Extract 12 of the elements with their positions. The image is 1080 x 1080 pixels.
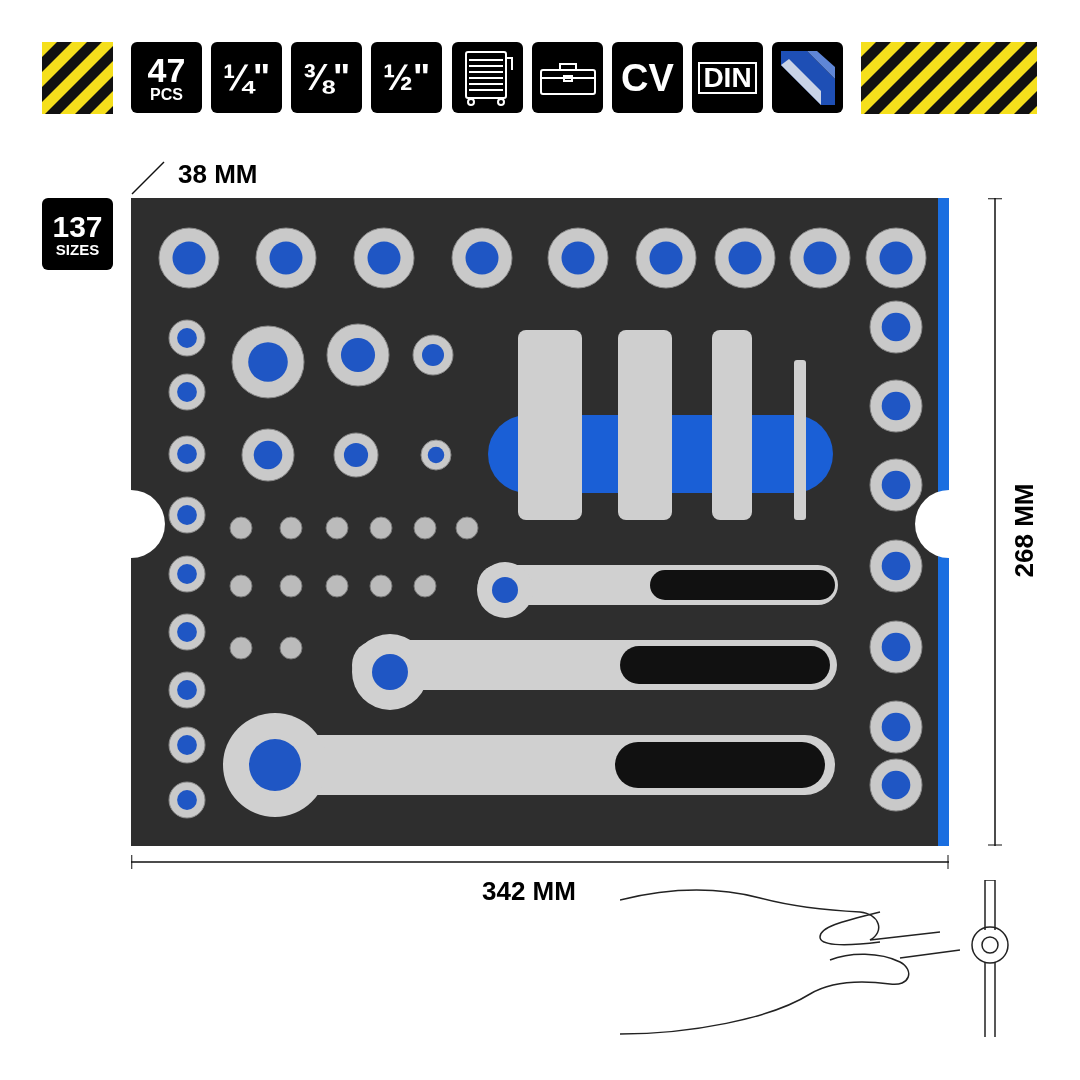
dimension-label: 268 MM	[1008, 483, 1041, 577]
dimension-label: 342 MM	[482, 875, 576, 908]
badge-text: 137	[52, 211, 103, 242]
badge-text: ½"	[382, 59, 431, 96]
dimension-label: 38 MM	[178, 158, 258, 191]
badge-text: ⅜"	[302, 59, 351, 96]
badge-text: SIZES	[55, 241, 100, 257]
badge-text: ¼"	[222, 59, 271, 96]
badge-text: DIN	[698, 61, 757, 94]
badge-text: PCS	[150, 86, 183, 103]
badge-text: 47	[147, 52, 186, 87]
badge-text: CV	[621, 58, 674, 97]
